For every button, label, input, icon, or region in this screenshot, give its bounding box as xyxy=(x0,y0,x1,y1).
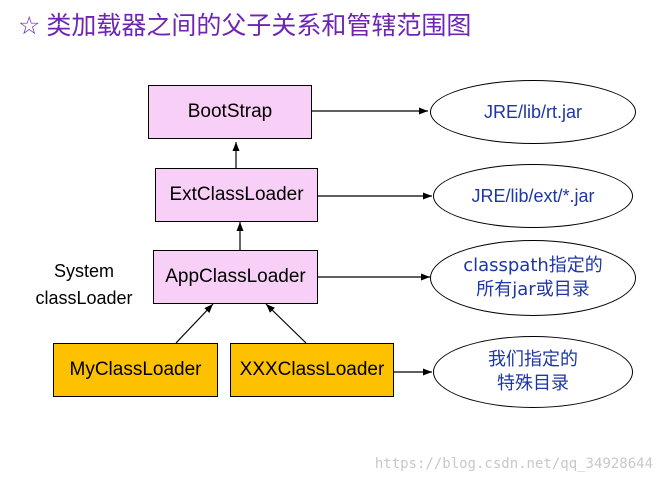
system-label-line2: classLoader xyxy=(35,288,133,308)
bootstrap-scope-text: JRE/lib/rt.jar xyxy=(483,101,582,122)
ext-classloader-box: ExtClassLoader xyxy=(155,168,318,222)
page-title: ☆类加载器之间的父子关系和管辖范围图 xyxy=(18,6,471,42)
xxx-classloader-box: XXXClassLoader xyxy=(230,343,394,397)
custom-scope-ellipse: 我们指定的 特殊目录 xyxy=(433,336,633,408)
system-label-line1: System xyxy=(53,261,114,281)
bootstrap-label: BootStrap xyxy=(187,101,273,122)
app-scope-ellipse: classpath指定的 所有jar或目录 xyxy=(430,240,636,316)
bootstrap-scope-ellipse: JRE/lib/rt.jar xyxy=(430,80,636,144)
app-classloader-label: AppClassLoader xyxy=(165,266,306,287)
app-scope-line1: classpath指定的 xyxy=(463,254,603,276)
app-classloader-box: AppClassLoader xyxy=(153,250,318,304)
arrow-my-to-app xyxy=(175,303,214,344)
ext-scope-ellipse: JRE/lib/ext/*.jar xyxy=(433,164,633,228)
xxx-classloader-label: XXXClassLoader xyxy=(239,359,385,380)
custom-scope-line1: 我们指定的 xyxy=(488,348,578,370)
app-scope-line2: 所有jar或目录 xyxy=(476,279,590,300)
arrow-xxx-to-app xyxy=(265,303,307,344)
system-classloader-label: System classLoader xyxy=(26,258,142,312)
star-icon: ☆ xyxy=(18,11,41,40)
watermark: https://blog.csdn.net/qq_34928644 xyxy=(374,456,653,472)
custom-scope-line2: 特殊目录 xyxy=(497,373,569,394)
ext-scope-text: JRE/lib/ext/*.jar xyxy=(471,185,595,206)
ext-classloader-label: ExtClassLoader xyxy=(169,184,304,205)
my-classloader-box: MyClassLoader xyxy=(53,343,218,397)
bootstrap-box: BootStrap xyxy=(148,85,312,139)
my-classloader-label: MyClassLoader xyxy=(69,359,202,380)
title-text: 类加载器之间的父子关系和管辖范围图 xyxy=(46,11,472,40)
